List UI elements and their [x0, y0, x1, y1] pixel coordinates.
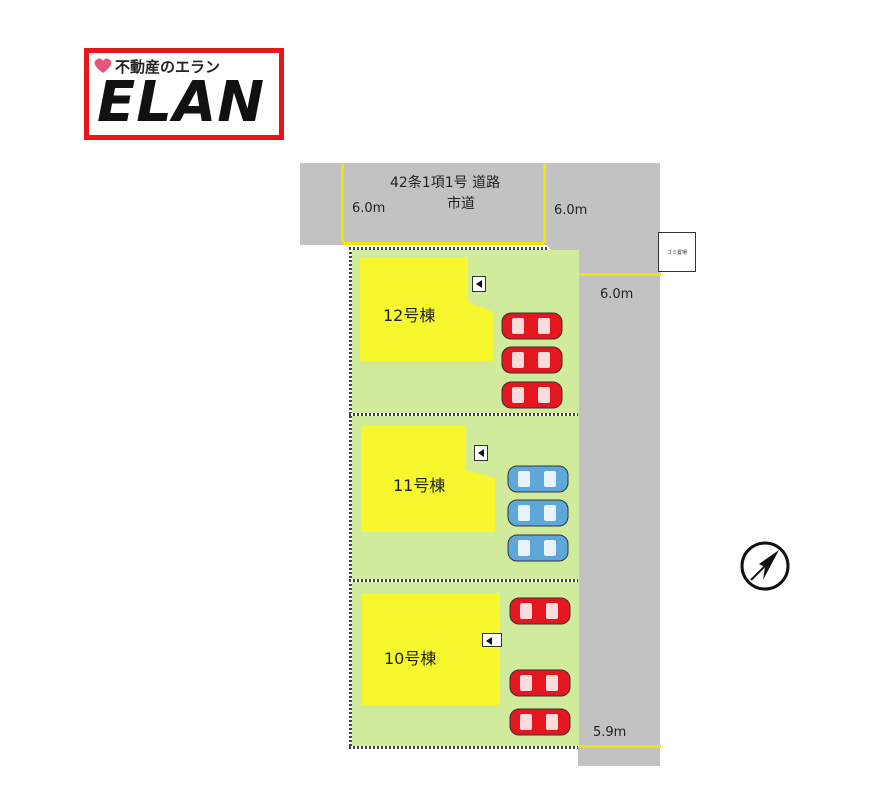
logo-tagline: 不動産のエラン: [115, 58, 221, 76]
parking-car-icon: [501, 312, 563, 340]
road-width-east-top: 6.0m: [600, 287, 634, 302]
parking-car-icon: [501, 346, 563, 374]
parking-car-icon: [507, 534, 569, 562]
parking-car-icon: [509, 597, 571, 625]
entrance-12-icon: [472, 276, 486, 292]
lot-boundary: [349, 579, 578, 582]
north-arrow-icon: [740, 541, 790, 591]
parking-car-icon: [509, 669, 571, 697]
parking-car-icon: [507, 465, 569, 493]
boundary-line: [344, 242, 544, 245]
road-width-north-left: 6.0m: [352, 201, 386, 216]
entrance-10-icon: [482, 633, 502, 647]
road-east: [578, 163, 660, 766]
lot-boundary-west: [349, 248, 352, 748]
boundary-line: [579, 745, 661, 748]
boundary-line: [543, 163, 546, 243]
lot-boundary-south: [349, 746, 578, 749]
boundary-line: [341, 163, 344, 243]
road-width-north-right: 6.0m: [554, 203, 588, 218]
parking-car-icon: [507, 499, 569, 527]
house-12-label: 12号棟: [383, 306, 436, 325]
heart-icon: [94, 58, 112, 73]
lot-boundary-north: [349, 247, 549, 250]
lot-boundary: [349, 413, 578, 416]
house-10-label: 10号棟: [384, 649, 437, 668]
entrance-11-icon: [474, 445, 488, 461]
house-12-footprint: [360, 257, 493, 361]
logo-brand: ELAN: [97, 70, 266, 135]
road-subtitle: 市道: [447, 196, 475, 212]
road-title: 42条1項1号 道路: [390, 175, 501, 191]
boundary-line: [579, 273, 661, 276]
house-10-footprint: [362, 593, 500, 705]
garbage-collection-point: ゴミ置場: [658, 232, 696, 272]
elan-logo: 不動産のエラン ELAN: [84, 48, 284, 140]
parking-car-icon: [509, 708, 571, 736]
road-width-east-bottom: 5.9m: [593, 725, 627, 740]
parking-car-icon: [501, 381, 563, 409]
house-11-label: 11号棟: [393, 476, 446, 495]
house-11-footprint: [361, 426, 495, 532]
